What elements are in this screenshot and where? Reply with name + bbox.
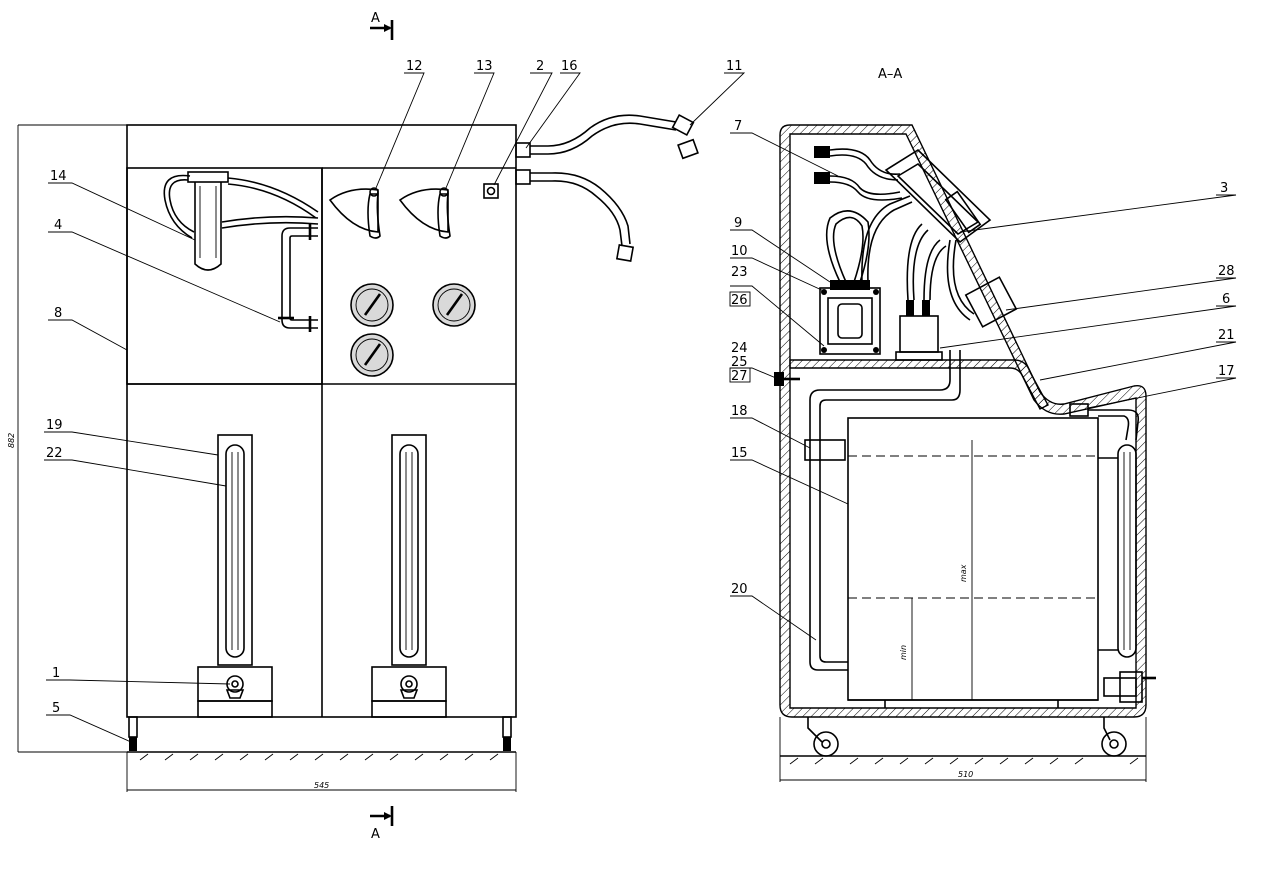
valve-12 xyxy=(328,187,381,239)
pipe-17 xyxy=(1069,403,1140,441)
filter-bowl xyxy=(163,171,319,271)
junction-box xyxy=(964,276,1018,328)
ground-hatch-side xyxy=(789,757,1139,765)
callout-15: 15 xyxy=(731,446,748,461)
dimension-height: 882 xyxy=(7,124,127,753)
level-indicator-right xyxy=(391,434,427,666)
callout-16: 16 xyxy=(561,59,578,74)
callout-7: 7 xyxy=(734,119,742,134)
callout-8: 8 xyxy=(54,306,62,321)
section-mark-top-label: A xyxy=(371,11,380,26)
dimension-width-side: 510 xyxy=(779,717,1147,782)
callout-14: 14 xyxy=(50,169,67,184)
callout-23: 23 xyxy=(731,265,748,280)
outlet-hoses xyxy=(515,113,699,263)
dimension-width-front-value: 545 xyxy=(314,781,329,790)
callout-3: 3 xyxy=(1220,181,1228,196)
callout-2: 2 xyxy=(536,59,544,74)
leader-lines xyxy=(44,72,1237,743)
side-section: max min xyxy=(774,124,1156,782)
front-view: 882 545 xyxy=(7,113,699,792)
clamp xyxy=(804,439,846,461)
dimension-width-side-value: 510 xyxy=(958,770,973,779)
section-mark-top: A xyxy=(370,11,394,40)
callout-26: 26 xyxy=(731,293,748,308)
callout-13: 13 xyxy=(476,59,493,74)
callout-20: 20 xyxy=(731,582,748,597)
sensor-block xyxy=(895,300,943,361)
callout-22: 22 xyxy=(46,446,63,461)
callout-4: 4 xyxy=(54,218,62,233)
ground-hatch-front xyxy=(139,753,499,761)
callout-1: 1 xyxy=(52,666,60,681)
section-title: A–A xyxy=(878,67,902,82)
pump-unit xyxy=(819,280,881,355)
feet xyxy=(128,716,512,751)
pipe-20 xyxy=(809,350,961,671)
callout-18: 18 xyxy=(731,404,748,419)
callout-21: 21 xyxy=(1218,328,1235,343)
callout-6: 6 xyxy=(1222,292,1230,307)
section-mark-bottom-label: A xyxy=(371,827,380,842)
pressure-gauges xyxy=(350,283,476,377)
callout-27: 27 xyxy=(731,369,748,384)
callout-box-27 xyxy=(729,367,751,383)
dimension-height-value: 882 xyxy=(7,433,16,448)
callout-24: 24 xyxy=(731,341,748,356)
callout-box-26 xyxy=(729,291,751,307)
dimension-width-front: 545 xyxy=(126,752,517,792)
section-mark-bottom: A xyxy=(370,806,394,842)
side-level-tube xyxy=(1098,444,1137,658)
level-min-label: min xyxy=(899,645,908,660)
power-switch xyxy=(483,183,499,199)
bolt xyxy=(774,372,800,386)
callout-5: 5 xyxy=(52,701,60,716)
casters xyxy=(807,717,1127,757)
drain-valve-right xyxy=(371,666,447,718)
level-indicator-left xyxy=(217,434,253,666)
level-max-label: max xyxy=(959,564,968,582)
callout-19: 19 xyxy=(46,418,63,433)
callout-28: 28 xyxy=(1218,264,1235,279)
drain-fitting xyxy=(1103,671,1156,703)
callout-10: 10 xyxy=(731,244,748,259)
control-panel xyxy=(884,148,992,244)
tank: max min xyxy=(847,417,1099,708)
callout-25: 25 xyxy=(731,355,748,370)
callout-17: 17 xyxy=(1218,364,1235,379)
drain-valve-left xyxy=(197,666,273,718)
cables xyxy=(814,146,975,321)
pipe-section xyxy=(278,224,318,332)
callout-12: 12 xyxy=(406,59,423,74)
valve-13 xyxy=(398,187,451,239)
callout-11: 11 xyxy=(726,59,743,74)
callout-9: 9 xyxy=(734,216,742,231)
